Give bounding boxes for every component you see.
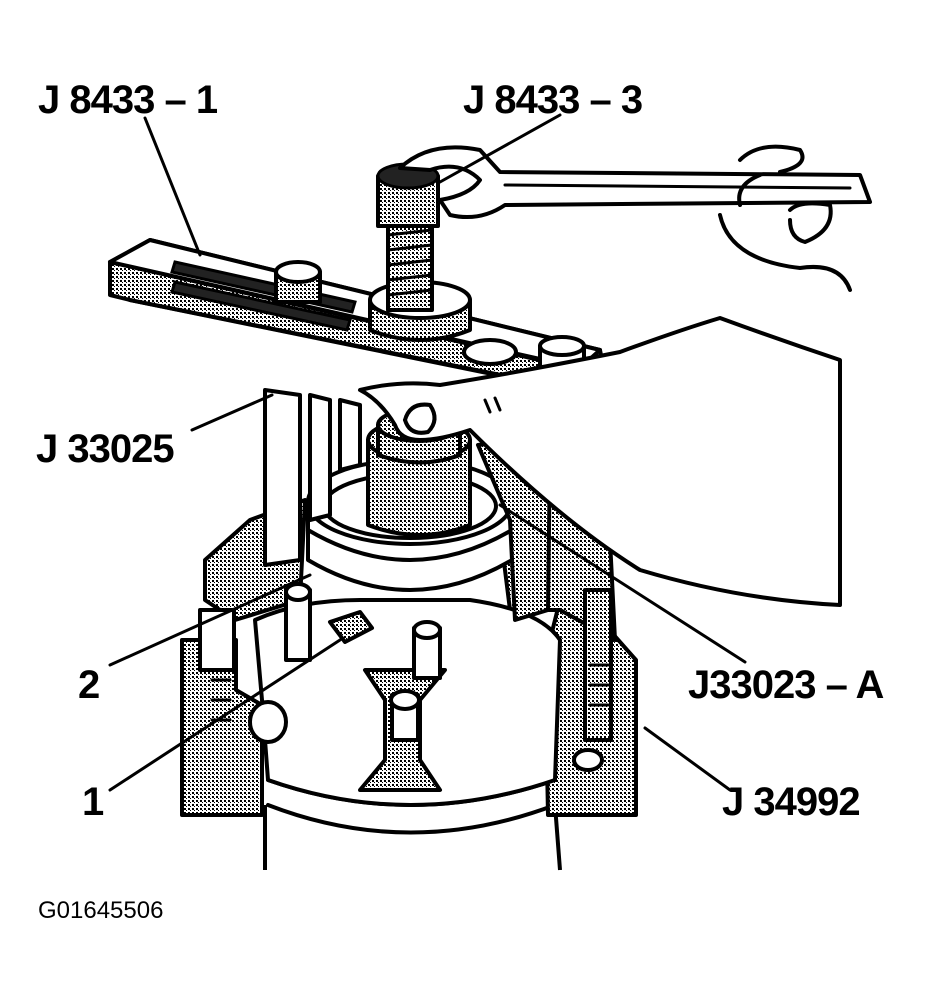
callout-j8433-3: J 8433 – 3 <box>463 78 642 122</box>
wrench <box>398 145 872 219</box>
callout-j33023-a: J33023 – A <box>688 663 883 707</box>
callout-item-2: 2 <box>78 663 99 707</box>
leader-j34992 <box>643 726 732 792</box>
forcing-screw-j8433-3 <box>368 162 472 342</box>
leader-1 <box>108 638 342 792</box>
callout-j33025: J 33025 <box>36 427 174 471</box>
callout-j8433-1: J 8433 – 1 <box>38 78 218 122</box>
leader-j8433-3 <box>438 113 562 184</box>
leader-j8433-1 <box>143 116 202 257</box>
leader-lines <box>108 113 747 792</box>
leader-j33025 <box>190 393 274 432</box>
callout-j34992: J 34992 <box>722 780 860 824</box>
post-j33025 <box>263 388 362 567</box>
hand-upper <box>718 144 852 292</box>
figure-id: G01645506 <box>38 897 163 924</box>
leader-j33023-a <box>498 503 747 664</box>
bridge-bar-j8433-1 <box>108 238 607 397</box>
leader-2 <box>108 573 312 667</box>
callout-item-1: 1 <box>82 780 104 824</box>
hand-lower <box>358 316 842 607</box>
